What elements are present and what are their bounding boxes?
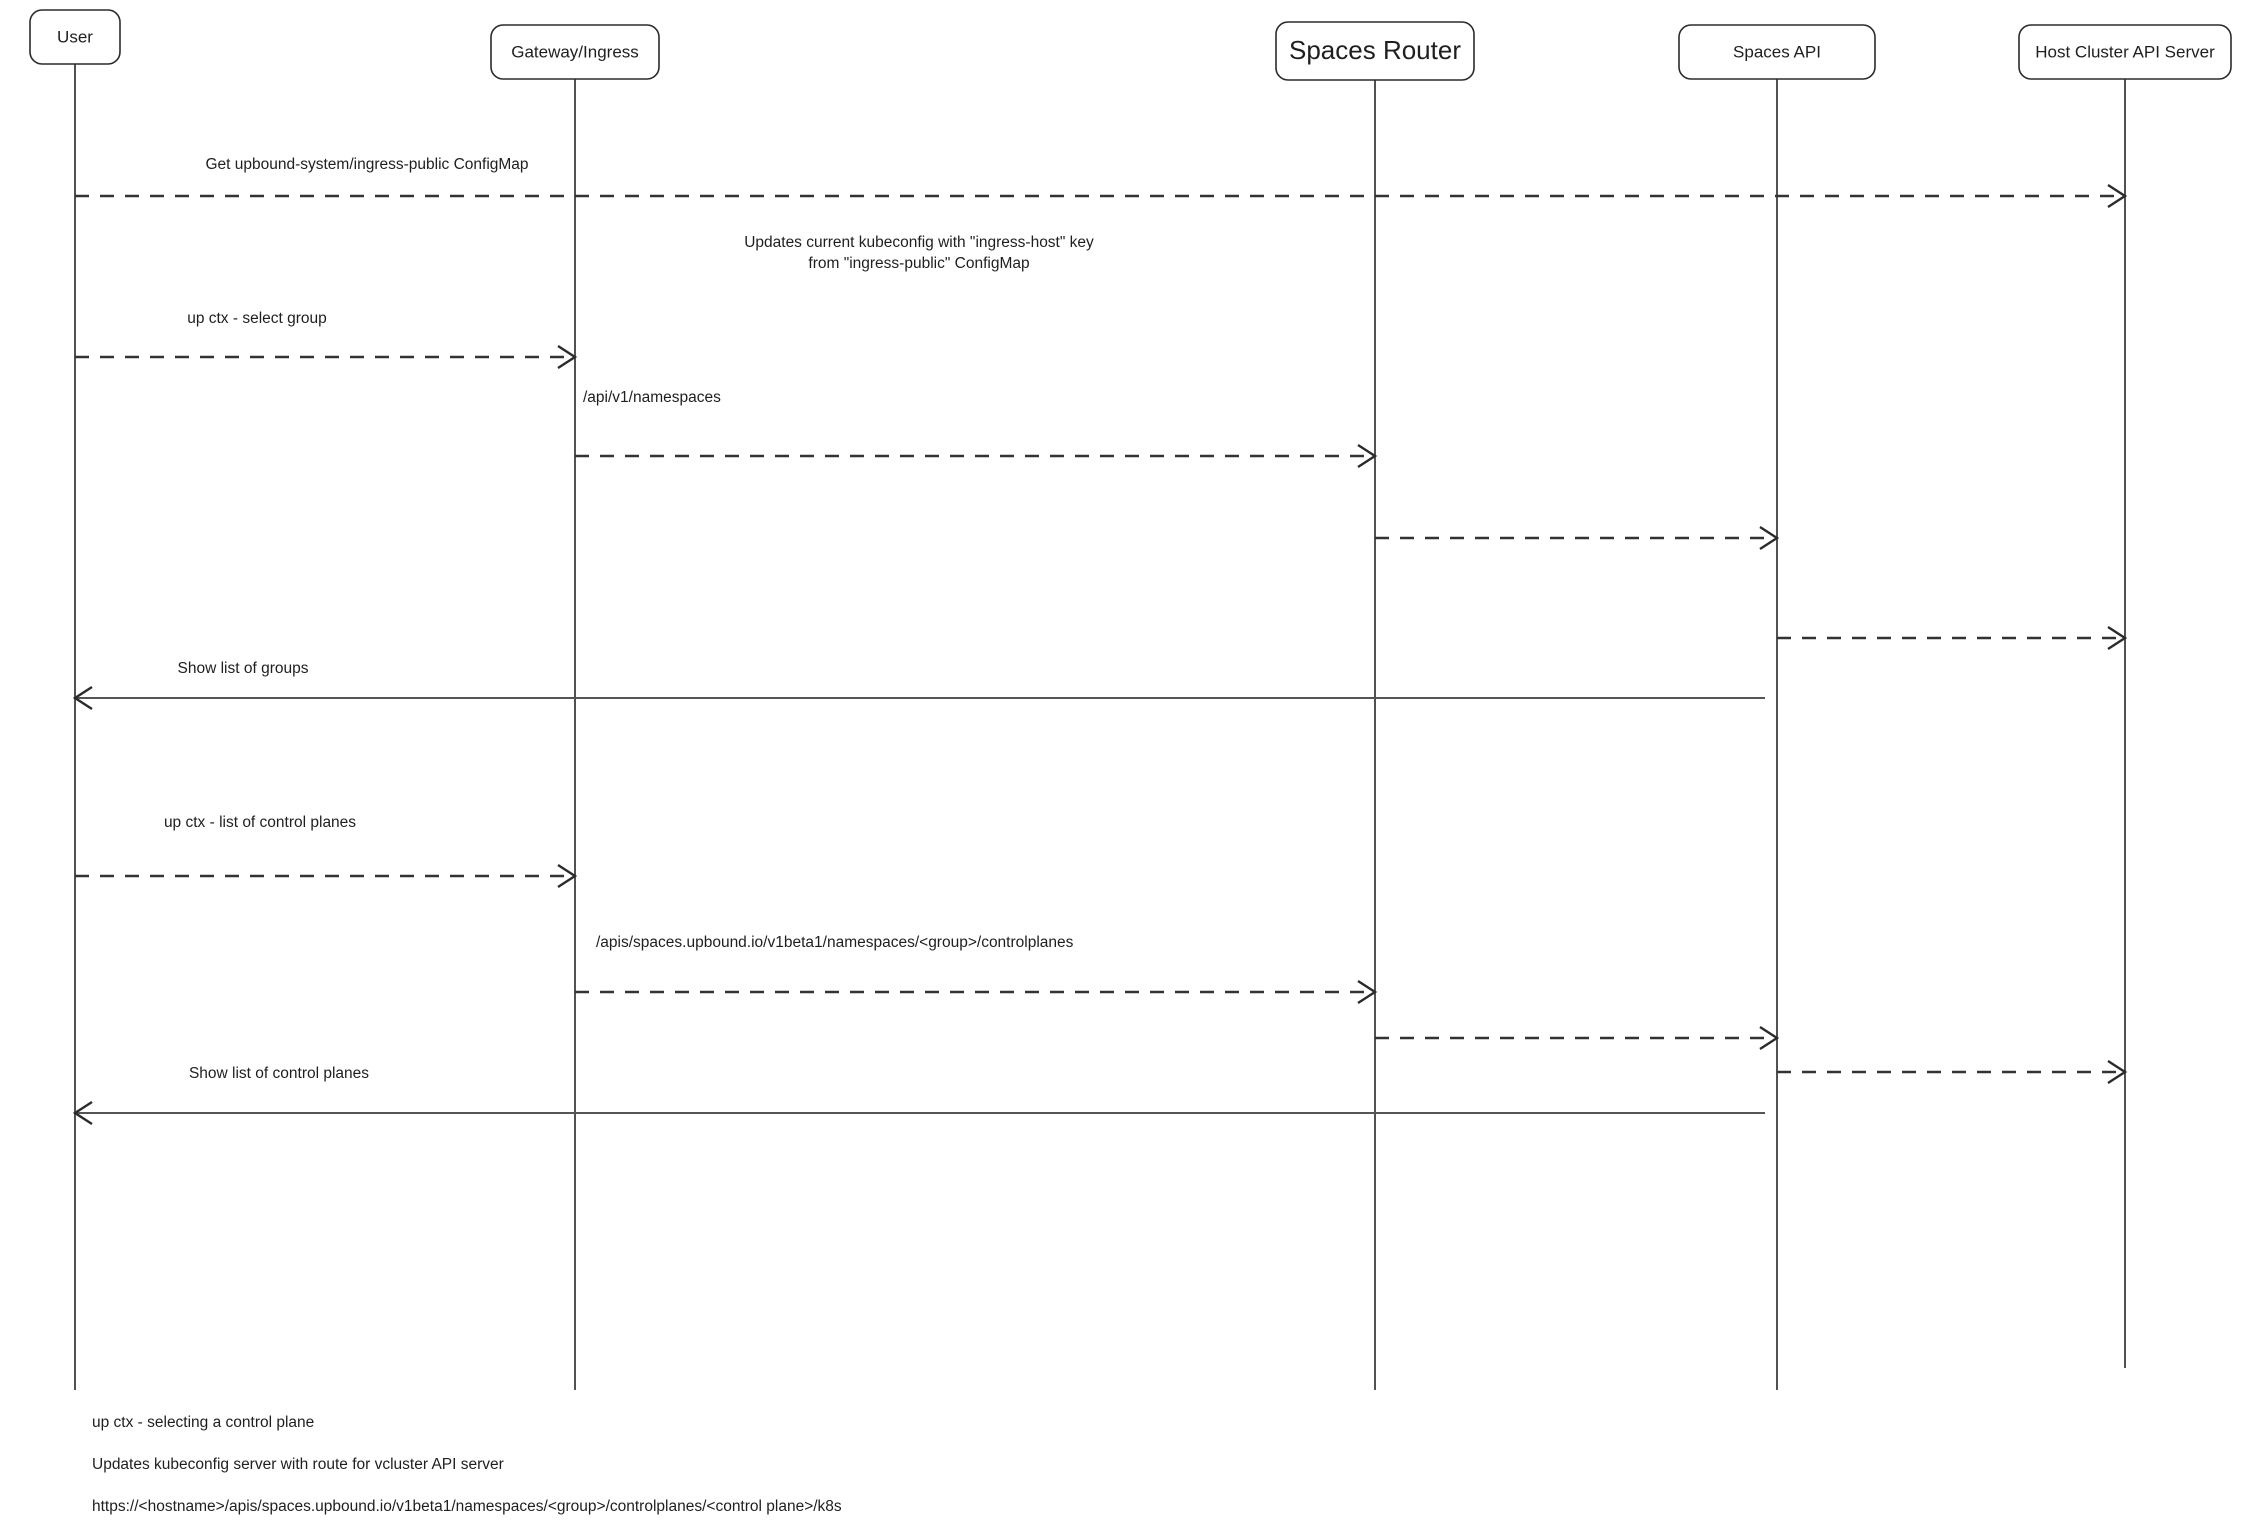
participant-user[interactable]: User	[29, 9, 121, 65]
arrowhead-icon	[557, 344, 578, 370]
message-m11[interactable]: Show list of control planes	[72, 1065, 1765, 1126]
footer-text-footer3: https://<hostname>/apis/spaces.upbound.i…	[92, 1498, 842, 1515]
message-m8[interactable]: /apis/spaces.upbound.io/v1beta1/namespac…	[575, 934, 1378, 1005]
message-m6[interactable]: Show list of groups	[72, 660, 1765, 711]
footer-layer: up ctx - selecting a control planeUpdate…	[92, 1414, 842, 1515]
message-m10[interactable]	[1777, 1059, 2128, 1085]
participant-label-router: Spaces Router	[1289, 35, 1461, 65]
note-note1: Updates current kubeconfig with "ingress…	[744, 234, 1094, 272]
message-label-m8: /apis/spaces.upbound.io/v1beta1/namespac…	[596, 934, 1074, 951]
message-label-m7: up ctx - list of control planes	[164, 814, 356, 831]
participant-host_api[interactable]: Host Cluster API Server	[2018, 24, 2232, 80]
message-label-m3: /api/v1/namespaces	[583, 389, 721, 406]
message-label-m1: Get upbound-system/ingress-public Config…	[205, 156, 528, 173]
participant-gateway[interactable]: Gateway/Ingress	[490, 24, 660, 80]
participant-box-user	[29, 9, 121, 65]
message-label-m11: Show list of control planes	[189, 1065, 369, 1082]
participant-box-gateway	[490, 24, 660, 80]
note-line: Updates current kubeconfig with "ingress…	[744, 234, 1094, 251]
participant-router[interactable]: Spaces Router	[1275, 21, 1475, 81]
message-m5[interactable]	[1777, 625, 2128, 651]
arrowhead-icon	[72, 1100, 93, 1126]
participant-label-spaces_api: Spaces API	[1733, 42, 1821, 61]
message-m9[interactable]	[1375, 1025, 1780, 1051]
arrowhead-icon	[1357, 979, 1378, 1005]
arrowhead-icon	[557, 863, 578, 889]
participant-spaces_api[interactable]: Spaces API	[1678, 24, 1876, 80]
participant-label-user: User	[57, 27, 93, 46]
message-m1[interactable]: Get upbound-system/ingress-public Config…	[75, 156, 2128, 209]
message-label-m2: up ctx - select group	[187, 310, 327, 327]
participant-box-spaces_api	[1678, 24, 1876, 80]
arrowhead-icon	[1759, 525, 1780, 551]
message-m3[interactable]: /api/v1/namespaces	[575, 389, 1378, 469]
footer-text-footer2: Updates kubeconfig server with route for…	[92, 1456, 504, 1473]
arrowhead-icon	[2107, 1059, 2128, 1085]
arrowhead-icon	[1759, 1025, 1780, 1051]
participant-label-host_api: Host Cluster API Server	[2035, 42, 2215, 61]
message-m4[interactable]	[1375, 525, 1780, 551]
messages-layer: Get upbound-system/ingress-public Config…	[72, 156, 2128, 1126]
arrowhead-icon	[2107, 625, 2128, 651]
participant-box-host_api	[2018, 24, 2232, 80]
lifelines-layer	[74, 64, 2126, 1390]
participant-box-router	[1275, 21, 1475, 81]
arrowhead-icon	[2107, 183, 2128, 209]
message-m2[interactable]: up ctx - select group	[75, 310, 578, 370]
message-m7[interactable]: up ctx - list of control planes	[75, 814, 578, 889]
participant-label-gateway: Gateway/Ingress	[511, 42, 639, 61]
notes-layer: Updates current kubeconfig with "ingress…	[744, 234, 1094, 272]
footer-text-footer1: up ctx - selecting a control plane	[92, 1414, 314, 1431]
arrowhead-icon	[1357, 443, 1378, 469]
note-line: from "ingress-public" ConfigMap	[808, 255, 1029, 272]
message-label-m6: Show list of groups	[178, 660, 309, 677]
arrowhead-icon	[72, 685, 93, 711]
